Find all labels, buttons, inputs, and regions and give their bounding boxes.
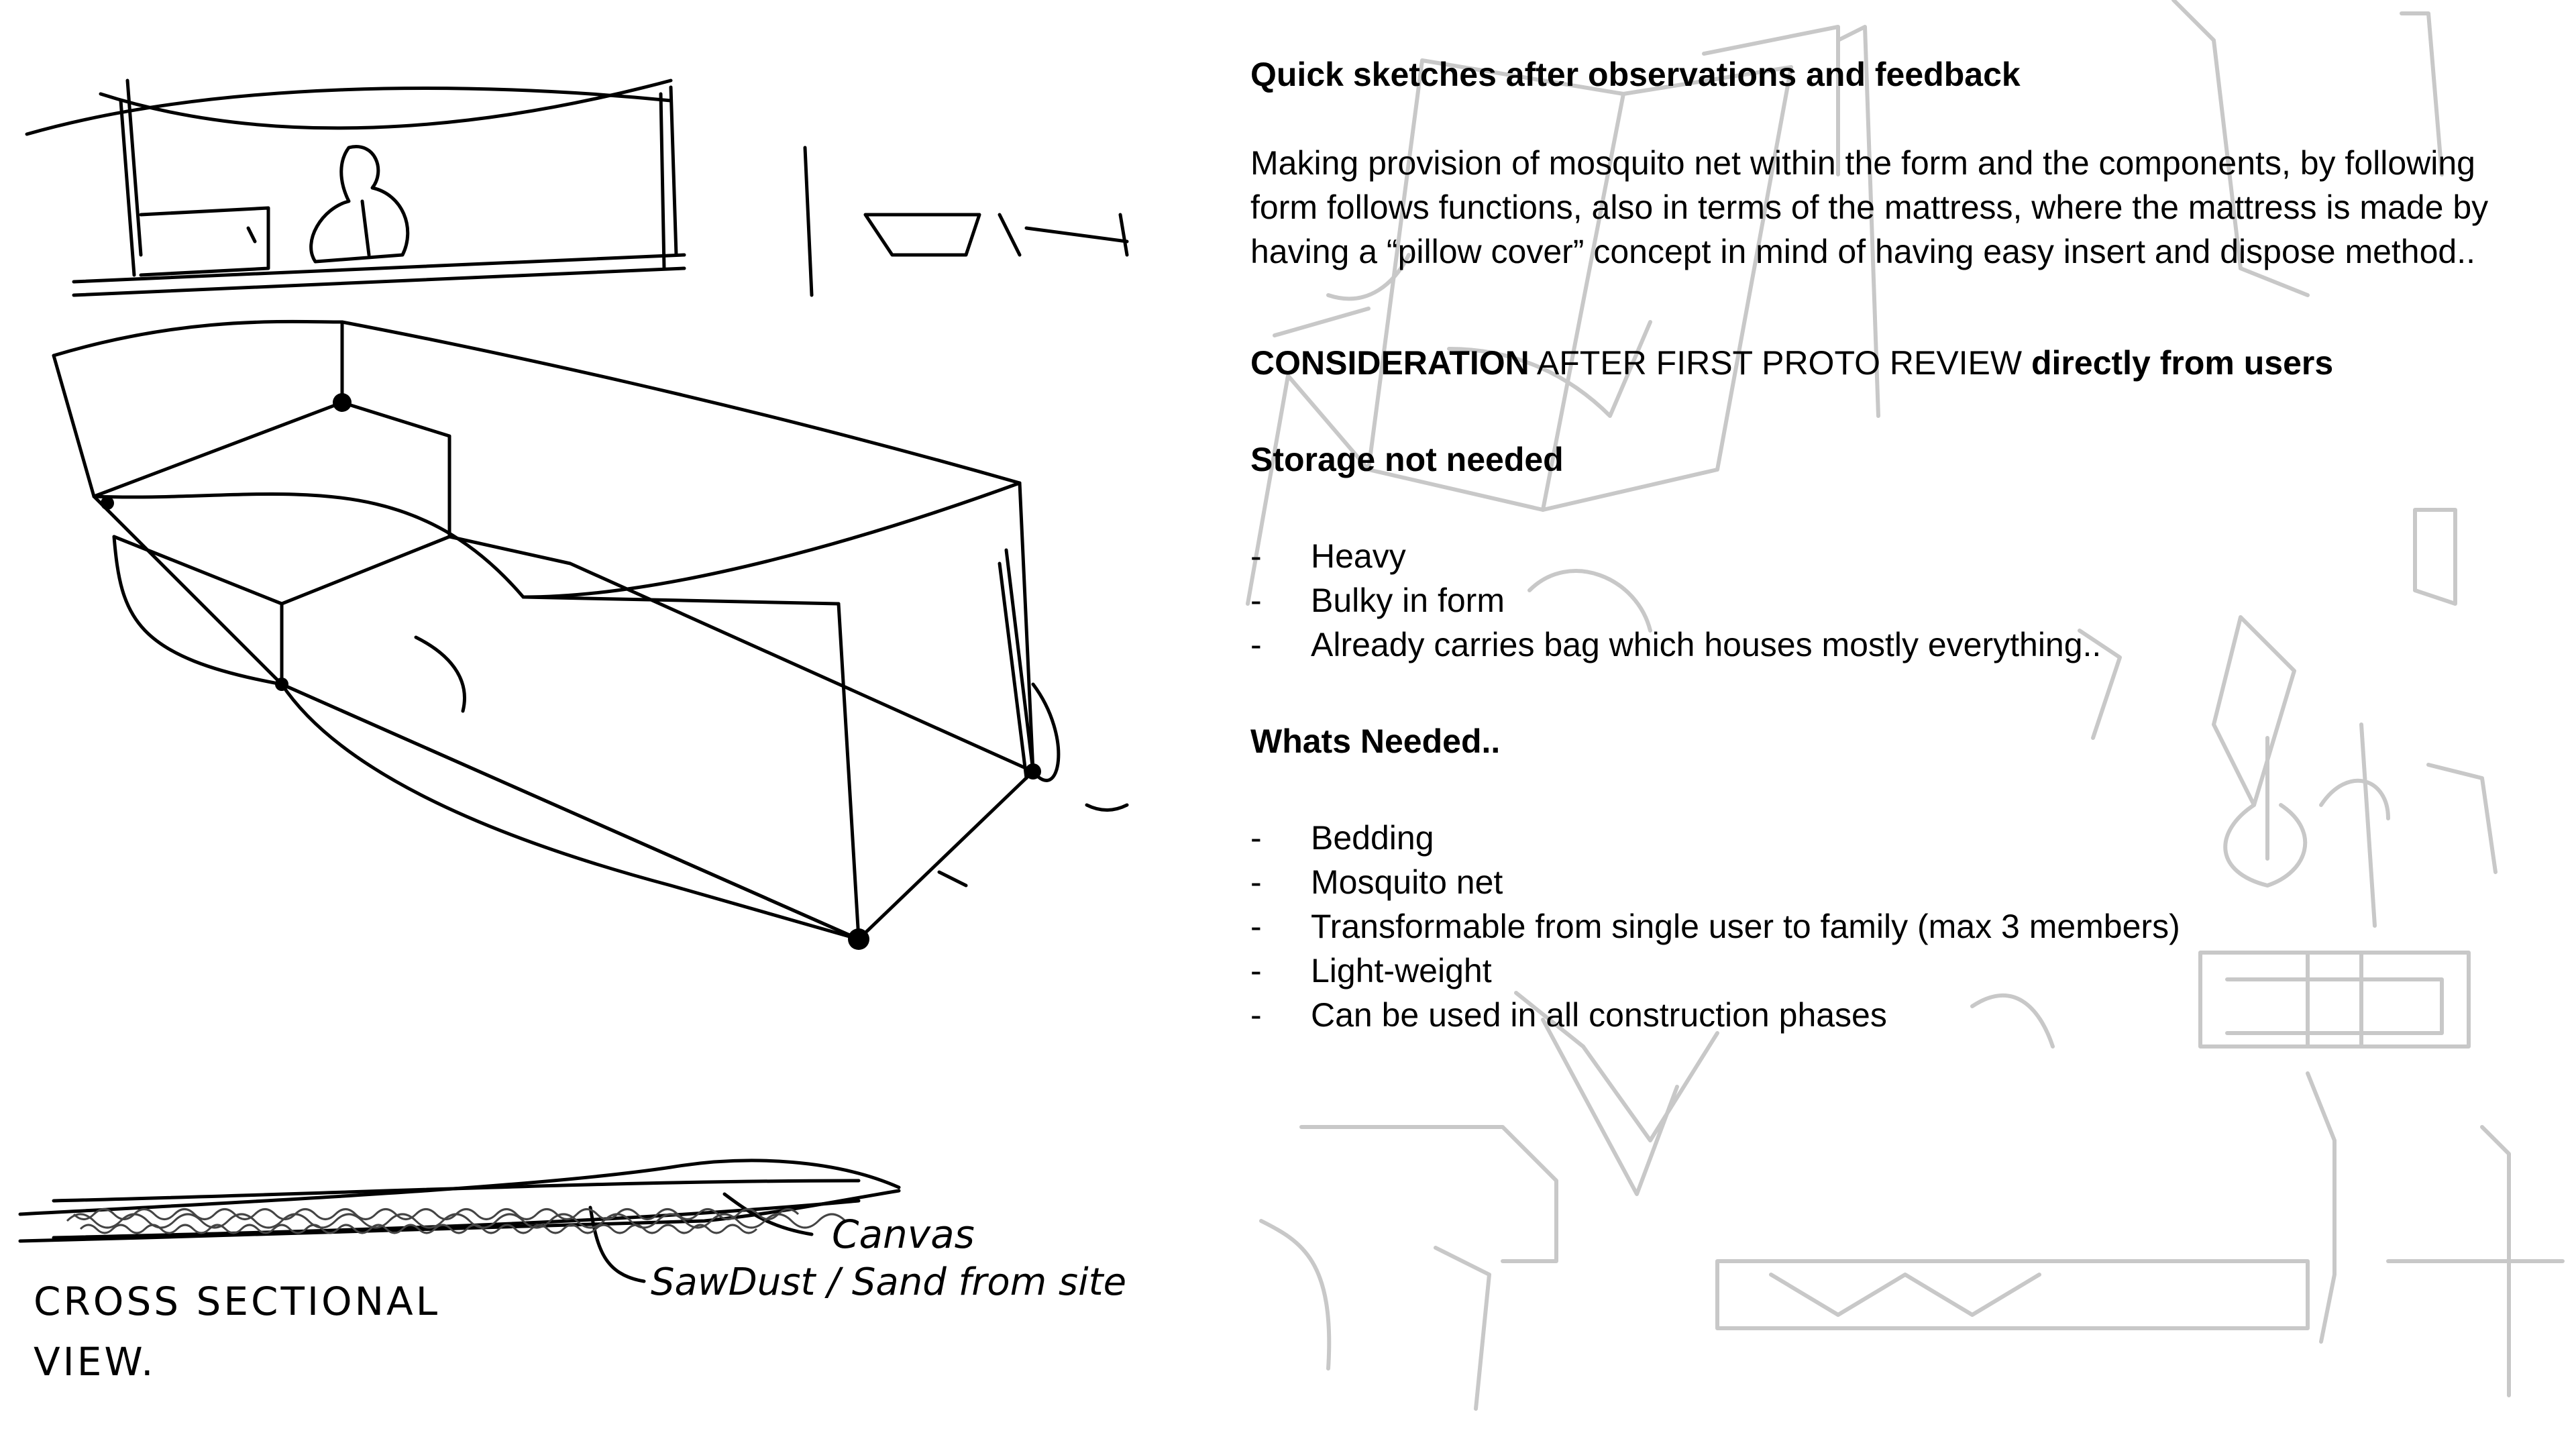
cross-section-title-line2: VIEW. bbox=[34, 1339, 156, 1385]
consideration-end: directly from users bbox=[2031, 344, 2334, 382]
consideration-line: CONSIDERATION AFTER FIRST PROTO REVIEW d… bbox=[1250, 341, 2525, 385]
storage-list: Heavy Bulky in form Already carries bag … bbox=[1250, 534, 2525, 667]
list-item: Bulky in form bbox=[1250, 578, 2525, 623]
needed-list: Bedding Mosquito net Transformable from … bbox=[1250, 816, 2525, 1037]
canvas-label: Canvas bbox=[832, 1212, 975, 1257]
notes-panel: Quick sketches after observations and fe… bbox=[1250, 52, 2525, 1037]
needed-title: Whats Needed.. bbox=[1250, 722, 1501, 760]
cross-section-title: CROSS SECTIONAL VIEW. bbox=[34, 1279, 440, 1385]
intro-paragraph: Making provision of mosquito net within … bbox=[1250, 144, 2489, 270]
consideration-label: CONSIDERATION bbox=[1250, 344, 1529, 382]
cross-section-title-line1: CROSS SECTIONAL bbox=[34, 1279, 440, 1324]
bed-perspective-sketch bbox=[52, 319, 1129, 950]
list-item: Bedding bbox=[1250, 816, 2525, 860]
sawdust-label: SawDust / Sand from site bbox=[651, 1260, 1126, 1304]
list-item: Already carries bag which houses mostly … bbox=[1250, 623, 2525, 667]
page-heading: Quick sketches after observations and fe… bbox=[1250, 56, 2021, 93]
cross-section-sketch: Canvas SawDust / Sand from site bbox=[18, 1159, 1126, 1304]
storage-title: Storage not needed bbox=[1250, 441, 1564, 478]
list-item: Heavy bbox=[1250, 534, 2525, 578]
list-item: Can be used in all construction phases bbox=[1250, 993, 2525, 1037]
list-item: Light-weight bbox=[1250, 949, 2525, 993]
list-item: Transformable from single user to family… bbox=[1250, 904, 2525, 949]
consideration-middle: AFTER FIRST PROTO REVIEW bbox=[1529, 344, 2031, 382]
bed-elevation-sketch bbox=[25, 78, 1129, 297]
list-item: Mosquito net bbox=[1250, 860, 2525, 904]
